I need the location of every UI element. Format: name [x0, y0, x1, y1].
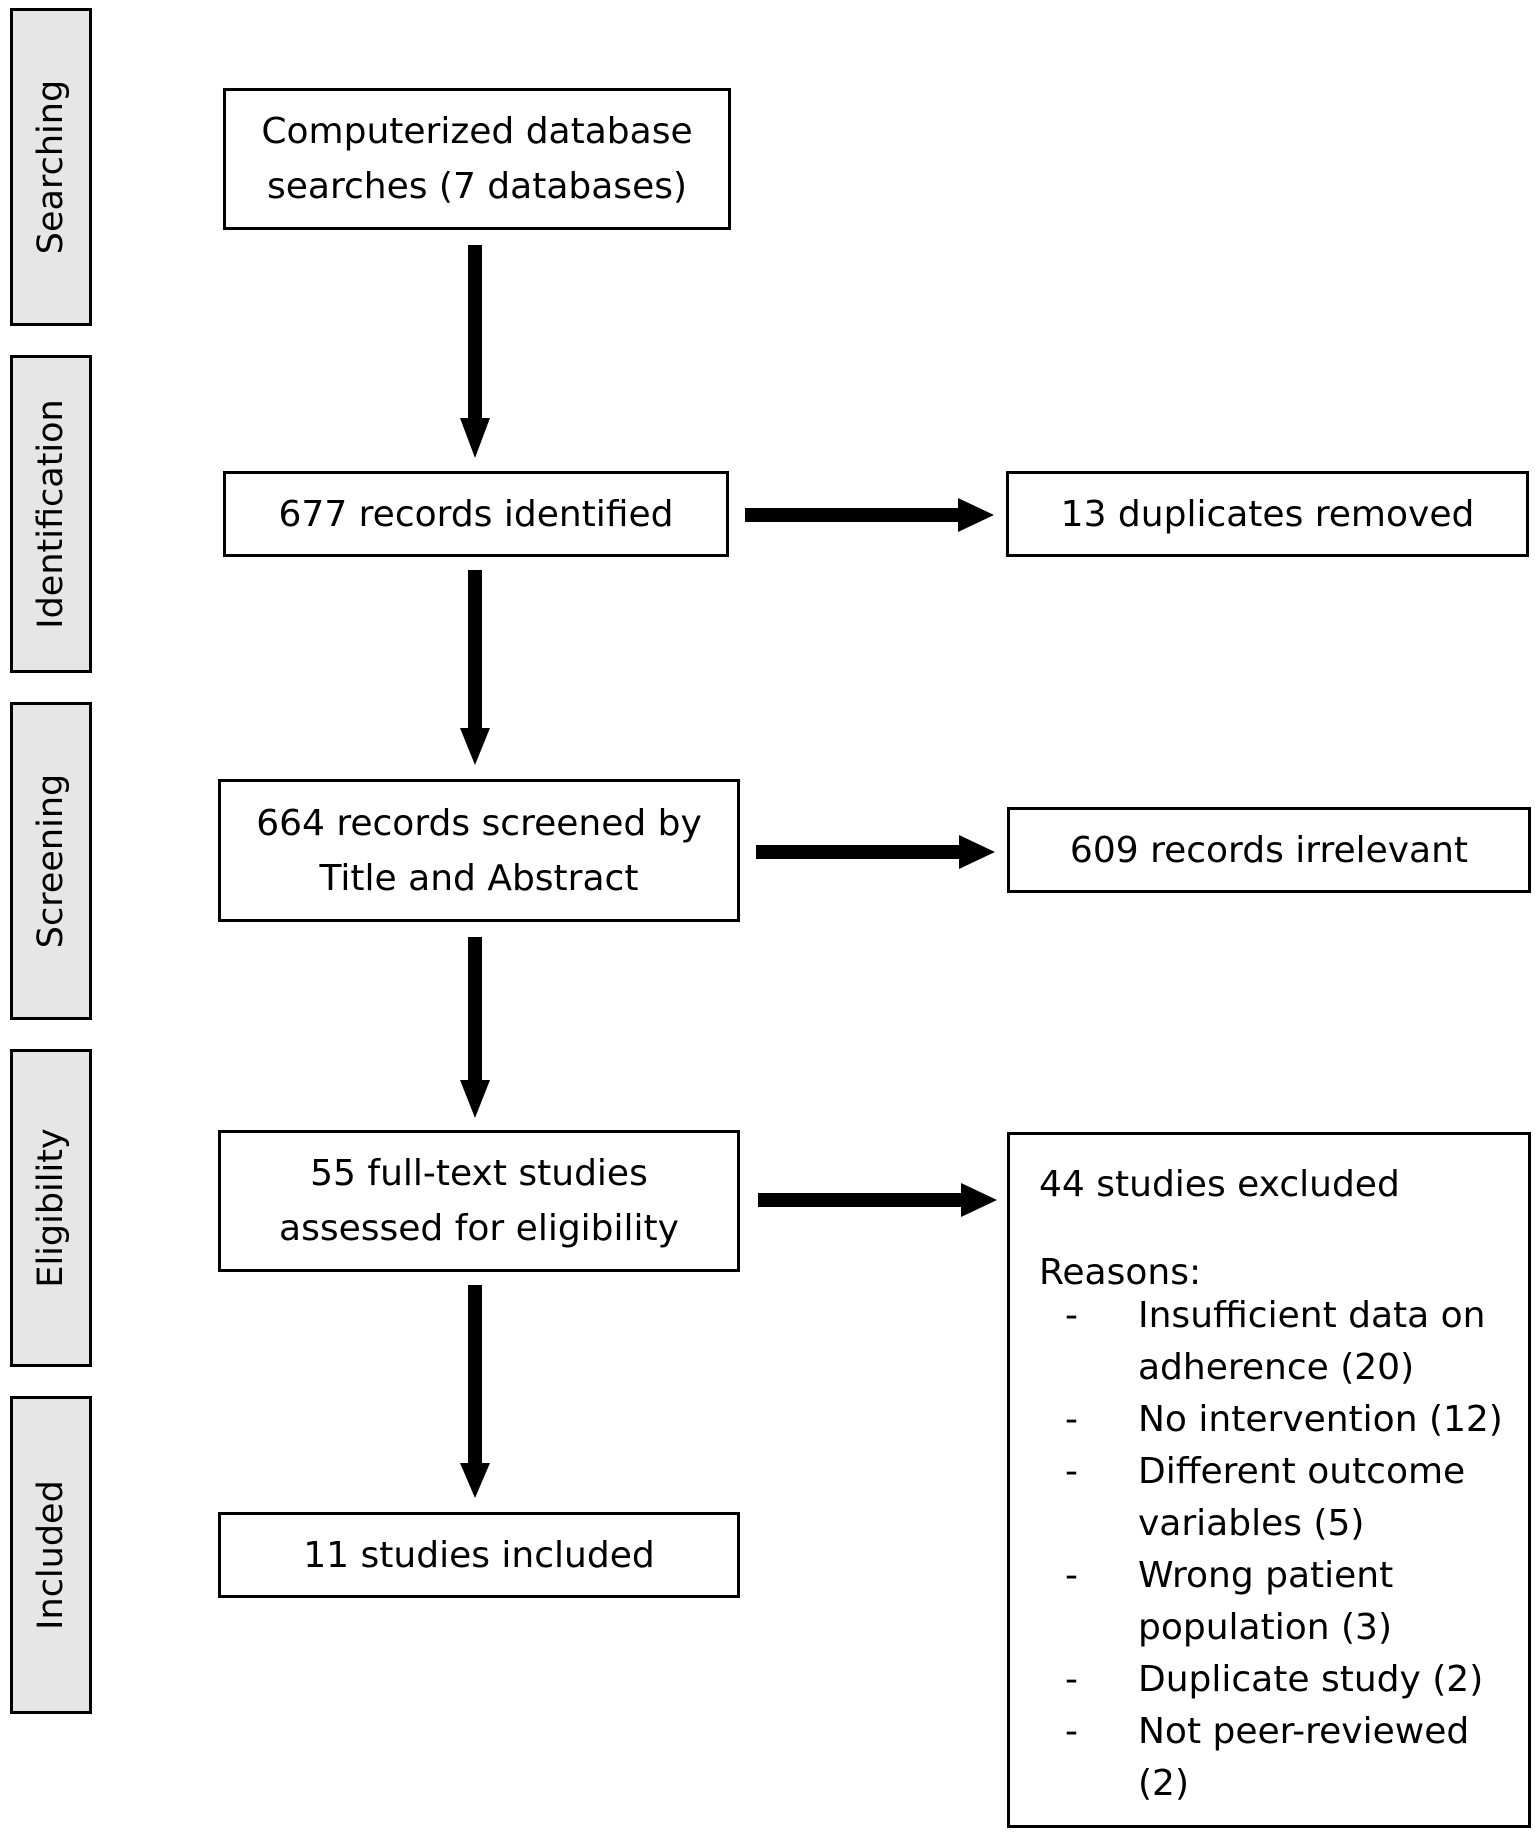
- stage-included: Included: [10, 1396, 92, 1714]
- dash: -: [1065, 1451, 1078, 1492]
- reasons-list: - Insufficient data on adherence (20) - …: [1010, 1290, 1503, 1810]
- stage-screening: Screening: [10, 702, 92, 1020]
- list-item: - Duplicate study (2): [1010, 1654, 1503, 1706]
- screened-line-2: Title and Abstract: [319, 857, 639, 899]
- stage-eligibility: Eligibility: [10, 1049, 92, 1367]
- screened-box: 664 records screened by Title and Abstra…: [218, 779, 740, 922]
- arrow-screened-to-irrelevant: [756, 835, 995, 869]
- fulltext-line-2: assessed for eligibility: [279, 1208, 679, 1249]
- duplicates-text: 13 duplicates removed: [1060, 493, 1475, 535]
- reason-line-1: Not peer-reviewed: [1138, 1711, 1470, 1752]
- reason-line-1: Duplicate study (2): [1138, 1659, 1484, 1700]
- arrow-search-to-identified: [460, 245, 490, 458]
- identified-box: 677 records identified: [223, 471, 729, 557]
- dash: -: [1065, 1659, 1078, 1700]
- arrow-identified-to-screened: [460, 570, 490, 765]
- search-line-1: Computerized database: [261, 111, 693, 152]
- included-box: 11 studies included: [218, 1512, 740, 1598]
- irrelevant-text: 609 records irrelevant: [1069, 829, 1469, 871]
- list-item: - Wrong patient population (3): [1010, 1550, 1503, 1654]
- list-item: - Insufficient data on adherence (20): [1010, 1290, 1503, 1394]
- list-item: - Different outcome variables (5): [1010, 1446, 1503, 1550]
- stage-searching: Searching: [10, 8, 92, 326]
- dash: -: [1065, 1399, 1078, 1440]
- reason-line-1: Insufficient data on: [1138, 1295, 1486, 1336]
- identified-text: 677 records identified: [278, 493, 674, 535]
- duplicates-box: 13 duplicates removed: [1006, 471, 1529, 557]
- fulltext-line-1: 55 full-text studies: [310, 1153, 648, 1194]
- search-box: Computerized database searches (7 databa…: [223, 88, 731, 230]
- screened-line-1: 664 records screened by: [256, 802, 702, 844]
- list-item: - No intervention (12): [1010, 1394, 1503, 1446]
- included-text: 11 studies included: [303, 1534, 655, 1576]
- arrow-fulltext-to-excluded: [758, 1183, 997, 1217]
- reason-line-2: adherence (20): [1138, 1347, 1415, 1388]
- reason-line-2: population (3): [1138, 1607, 1393, 1648]
- stage-identification: Identification: [10, 355, 92, 673]
- list-item: - Not peer-reviewed (2): [1010, 1706, 1503, 1810]
- reason-line-1: No intervention (12): [1138, 1399, 1503, 1440]
- reason-line-1: Wrong patient: [1138, 1555, 1394, 1596]
- reasons-label: Reasons:: [1039, 1252, 1202, 1293]
- arrow-identified-to-duplicates: [745, 498, 994, 532]
- excluded-box: 44 studies excluded Reasons: - Insuffici…: [1007, 1132, 1531, 1828]
- search-line-2: searches (7 databases): [266, 166, 688, 207]
- dash: -: [1065, 1295, 1078, 1336]
- irrelevant-box: 609 records irrelevant: [1007, 807, 1531, 893]
- arrow-fulltext-to-included: [460, 1285, 490, 1498]
- dash: -: [1065, 1711, 1078, 1752]
- reason-line-2: variables (5): [1138, 1503, 1365, 1544]
- fulltext-box: 55 full-text studies assessed for eligib…: [218, 1130, 740, 1272]
- reason-line-1: Different outcome: [1138, 1451, 1466, 1492]
- arrow-screened-to-fulltext: [460, 937, 490, 1118]
- reason-line-2: (2): [1138, 1763, 1189, 1804]
- dash: -: [1065, 1555, 1078, 1596]
- excluded-heading: 44 studies excluded: [1039, 1164, 1400, 1205]
